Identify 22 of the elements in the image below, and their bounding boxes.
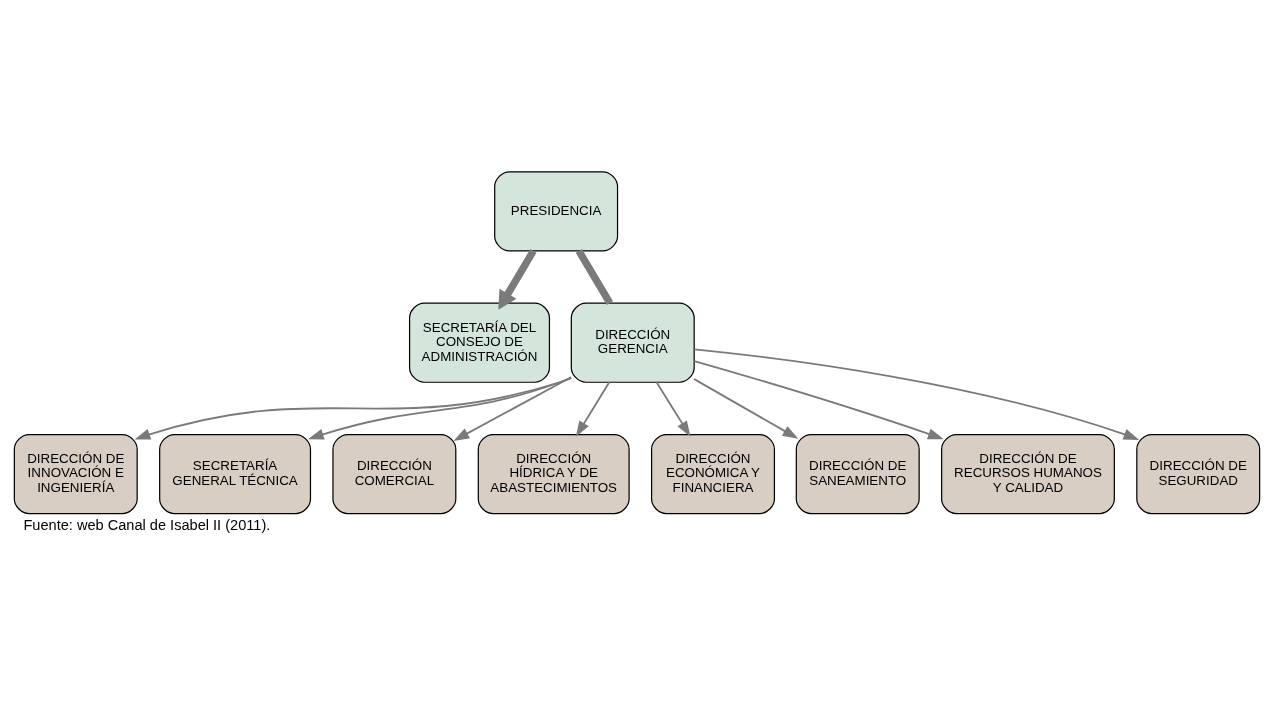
node-box: DIRECCIÓN ECONÓMICA Y FINANCIERA <box>651 433 776 514</box>
arrow <box>134 376 573 440</box>
node-box: SECRETARÍA DEL CONSEJO DE ADMINISTRACIÓN <box>408 302 551 383</box>
node-box: DIRECCIÓN DE SEGURIDAD <box>1136 433 1261 514</box>
arrow <box>575 380 611 437</box>
arrow <box>498 248 537 310</box>
node-box: DIRECCIÓN DE INNOVACIÓN E INGENIERÍA <box>13 433 138 514</box>
arrow <box>307 376 573 440</box>
connector <box>575 248 614 305</box>
node-box: DIRECCIÓN GERENCIA <box>570 302 695 383</box>
node-box: PRESIDENCIA <box>494 170 619 251</box>
caption: Fuente: web Canal de Isabel II (2011). <box>23 516 271 533</box>
arrow <box>453 375 572 441</box>
arrow <box>655 380 691 437</box>
arrow <box>693 377 799 439</box>
node-box: DIRECCIÓN HÍDRICA Y DE ABASTECIMIENTOS <box>477 433 630 514</box>
arrow <box>693 347 1140 440</box>
node-box: DIRECCIÓN DE RECURSOS HUMANOS Y CALIDAD <box>941 433 1115 514</box>
node-box: DIRECCIÓN COMERCIAL <box>332 433 457 514</box>
node-box: DIRECCIÓN DE SANEAMIENTO <box>795 433 920 514</box>
node-box: SECRETARÍA GENERAL TÉCNICA <box>159 433 312 514</box>
arrow <box>693 359 944 439</box>
